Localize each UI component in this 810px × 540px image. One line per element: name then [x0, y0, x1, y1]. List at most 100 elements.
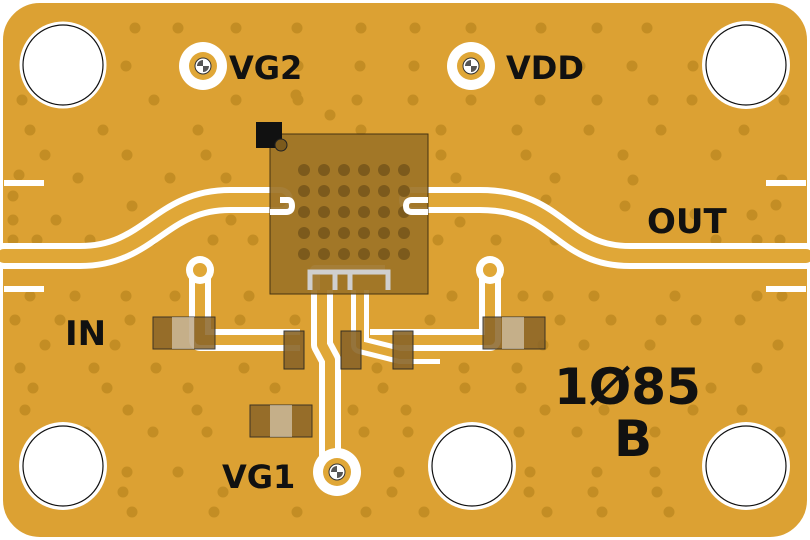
via — [292, 60, 304, 72]
via — [126, 506, 138, 518]
via — [207, 234, 219, 246]
via — [234, 314, 246, 326]
via — [409, 22, 421, 34]
via — [710, 234, 722, 246]
via — [120, 60, 132, 72]
label-vg1: VG1 — [222, 458, 295, 496]
label-in: IN — [65, 314, 106, 354]
output-capacitor — [482, 316, 546, 350]
via — [515, 382, 527, 394]
via — [354, 60, 366, 72]
via — [776, 290, 788, 302]
via — [182, 382, 194, 394]
via — [644, 339, 656, 351]
chip-ball — [398, 248, 410, 260]
via — [751, 362, 763, 374]
via — [97, 124, 109, 136]
via — [734, 314, 746, 326]
via — [16, 94, 28, 106]
via — [355, 124, 367, 136]
via — [269, 382, 281, 394]
chip-ball — [358, 206, 370, 218]
via — [655, 314, 667, 326]
via — [408, 60, 420, 72]
test-point-vg1 — [313, 448, 361, 496]
via — [88, 362, 100, 374]
via — [655, 124, 667, 136]
via — [238, 362, 250, 374]
via — [520, 149, 532, 161]
chip-ball — [378, 206, 390, 218]
left-edge-gap-bottom — [4, 286, 44, 292]
via — [574, 60, 586, 72]
mounting-holes — [18, 20, 790, 510]
left-edge-gap-top — [4, 180, 44, 186]
via — [454, 216, 466, 228]
bias-pads — [186, 256, 504, 284]
via — [247, 234, 259, 246]
via — [358, 426, 370, 438]
via — [360, 506, 372, 518]
via — [774, 426, 786, 438]
via — [402, 426, 414, 438]
chip-ball — [398, 185, 410, 197]
via — [72, 172, 84, 184]
rf-input-trace — [0, 187, 293, 269]
label-out: OUT — [647, 202, 728, 242]
via — [225, 214, 237, 226]
via — [641, 22, 653, 34]
chip-ball — [338, 248, 350, 260]
via — [687, 60, 699, 72]
via — [534, 94, 546, 106]
via — [407, 94, 419, 106]
via — [121, 149, 133, 161]
chip-ball — [298, 248, 310, 260]
via — [201, 426, 213, 438]
via — [435, 149, 447, 161]
via — [591, 94, 603, 106]
via — [324, 109, 336, 121]
chip-ball — [318, 185, 330, 197]
via — [591, 22, 603, 34]
via — [400, 404, 412, 416]
via — [465, 94, 477, 106]
via — [513, 426, 525, 438]
via — [200, 149, 212, 161]
via — [371, 362, 383, 374]
via — [588, 290, 600, 302]
via — [627, 174, 639, 186]
via — [774, 234, 786, 246]
via — [686, 94, 698, 106]
chip-ball — [298, 206, 310, 218]
via — [541, 506, 553, 518]
via — [617, 149, 629, 161]
via — [663, 506, 675, 518]
via — [291, 506, 303, 518]
via — [150, 362, 162, 374]
via — [549, 172, 561, 184]
via — [217, 486, 229, 498]
via — [172, 466, 184, 478]
chip-ball — [298, 164, 310, 176]
via — [39, 339, 51, 351]
via — [710, 149, 722, 161]
via — [9, 314, 21, 326]
via — [770, 199, 782, 211]
via — [626, 60, 638, 72]
via — [230, 94, 242, 106]
chip-ball — [378, 248, 390, 260]
revision-letter: B — [614, 410, 652, 468]
via — [290, 89, 302, 101]
via — [393, 466, 405, 478]
via — [126, 200, 138, 212]
via — [230, 22, 242, 34]
smd-components — [152, 316, 546, 438]
via — [578, 339, 590, 351]
via — [554, 314, 566, 326]
chip-ball — [338, 227, 350, 239]
via — [169, 290, 181, 302]
vg1-capacitor — [249, 404, 313, 438]
chip-ball — [358, 227, 370, 239]
via — [511, 362, 523, 374]
